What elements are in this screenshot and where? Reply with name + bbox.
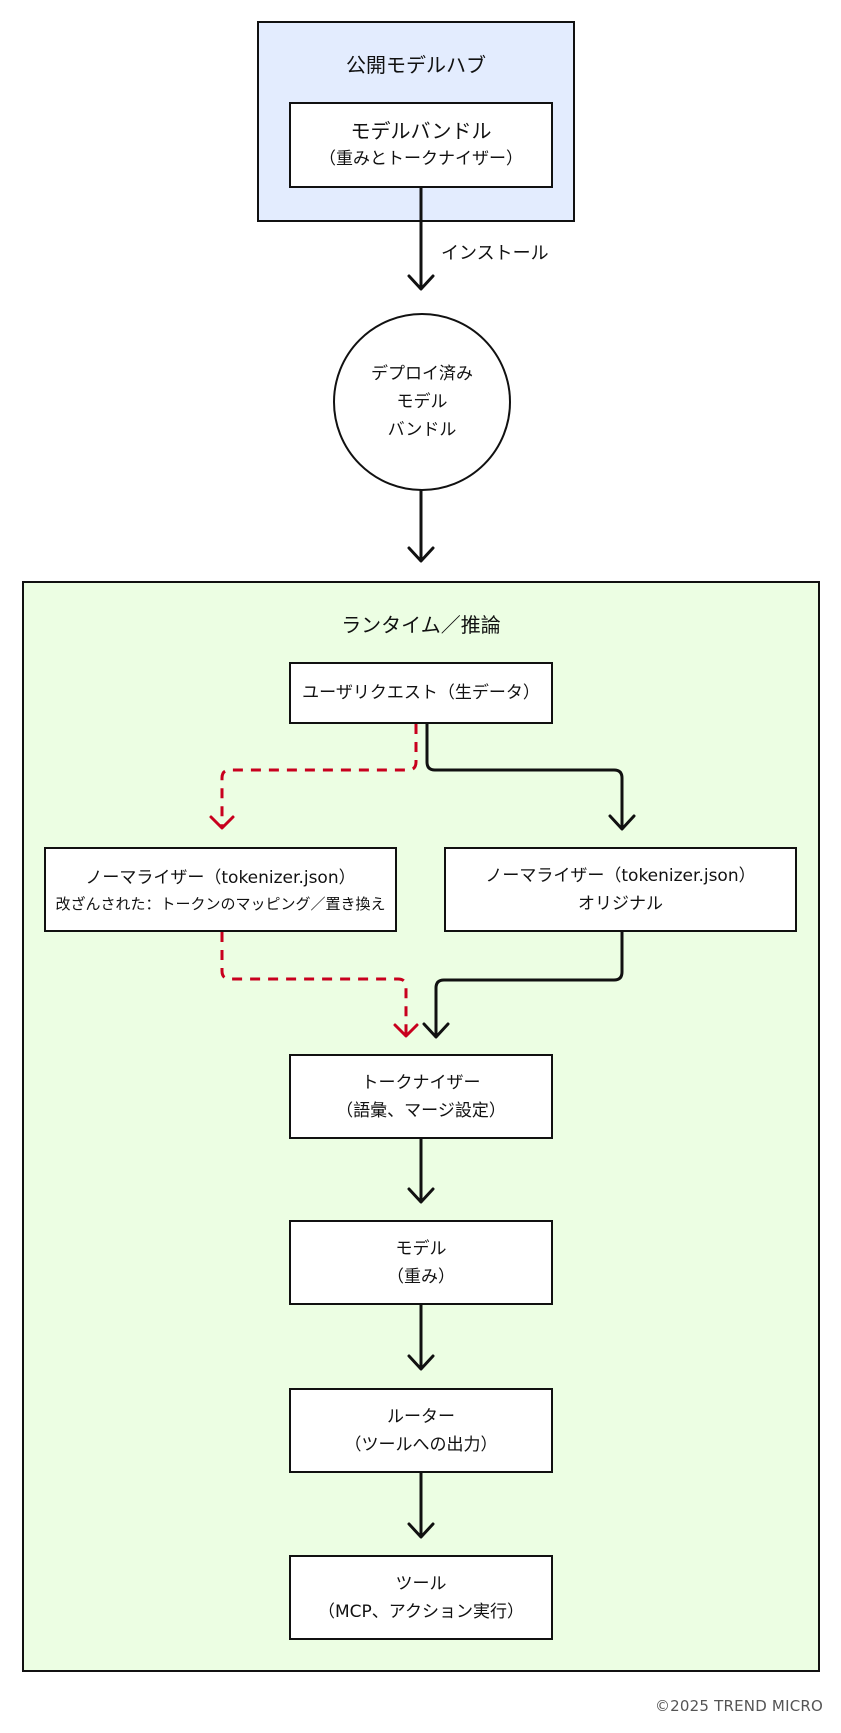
install-edge-label: インストール bbox=[441, 243, 549, 264]
normalizer-tampered-subtitle: 改ざんされた：トークンのマッピング／置き換え bbox=[55, 894, 386, 913]
deployed-line-3: バンドル bbox=[387, 420, 457, 440]
public-model-hub-title: 公開モデルハブ bbox=[346, 53, 486, 77]
tokenizer-subtitle: （語彙、マージ設定） bbox=[336, 1100, 506, 1121]
tokenizer-node: トークナイザー （語彙、マージ設定） bbox=[289, 1054, 553, 1139]
tools-subtitle: （MCP、アクション実行） bbox=[318, 1601, 524, 1622]
model-bundle-node: モデルバンドル （重みとトークナイザー） bbox=[289, 102, 553, 188]
router-title: ルーター bbox=[387, 1406, 455, 1427]
deployed-model-bundle-node: デプロイ済み モデル バンドル bbox=[333, 313, 511, 491]
deployed-line-2: モデル bbox=[396, 392, 448, 412]
normalizer-tampered-node: ノーマライザー（tokenizer.json） 改ざんされた：トークンのマッピン… bbox=[44, 847, 397, 932]
runtime-inference-title: ランタイム／推論 bbox=[341, 613, 501, 637]
model-node: モデル （重み） bbox=[289, 1220, 553, 1305]
normalizer-original-title: ノーマライザー（tokenizer.json） bbox=[485, 865, 756, 886]
model-subtitle: （重み） bbox=[387, 1266, 455, 1287]
normalizer-original-node: ノーマライザー（tokenizer.json） オリジナル bbox=[444, 847, 797, 932]
deployed-line-1: デプロイ済み bbox=[371, 364, 473, 384]
model-bundle-subtitle: （重みとトークナイザー） bbox=[319, 149, 523, 169]
tools-title: ツール bbox=[395, 1573, 447, 1594]
router-node: ルーター （ツールへの出力） bbox=[289, 1388, 553, 1473]
copyright-footer: ©2025 TREND MICRO bbox=[654, 1697, 823, 1715]
model-bundle-title: モデルバンドル bbox=[350, 119, 492, 143]
tools-node: ツール （MCP、アクション実行） bbox=[289, 1555, 553, 1640]
model-title: モデル bbox=[395, 1238, 447, 1259]
user-request-label: ユーザリクエスト（生データ） bbox=[302, 683, 540, 703]
router-subtitle: （ツールへの出力） bbox=[344, 1434, 498, 1455]
normalizer-original-subtitle: オリジナル bbox=[578, 893, 663, 914]
arrowhead-deployed-to-runtime bbox=[407, 546, 435, 563]
arrowhead-install bbox=[407, 274, 435, 291]
user-request-node: ユーザリクエスト（生データ） bbox=[289, 662, 553, 724]
tokenizer-title: トークナイザー bbox=[361, 1072, 481, 1093]
normalizer-tampered-title: ノーマライザー（tokenizer.json） bbox=[85, 867, 356, 888]
